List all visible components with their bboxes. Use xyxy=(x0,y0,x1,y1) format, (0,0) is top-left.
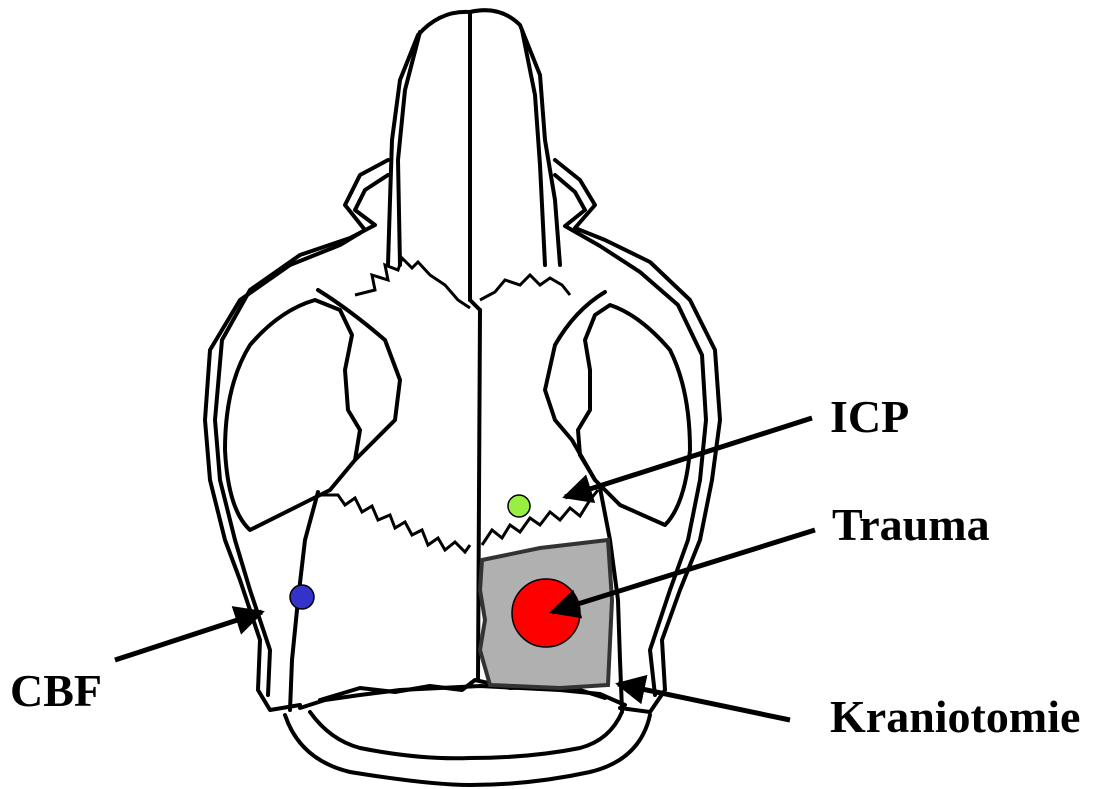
cbf-marker xyxy=(290,585,314,609)
icp-label: ICP xyxy=(830,391,909,442)
craniotomy-label: Kraniotomie xyxy=(830,691,1080,742)
icp-marker xyxy=(508,495,530,517)
craniotomy-arrow xyxy=(618,684,790,720)
cbf-label: CBF xyxy=(10,665,102,716)
trauma-label: Trauma xyxy=(832,499,990,550)
trauma-marker xyxy=(512,579,580,647)
cbf-arrow xyxy=(115,612,262,660)
skull-outline xyxy=(205,10,720,785)
